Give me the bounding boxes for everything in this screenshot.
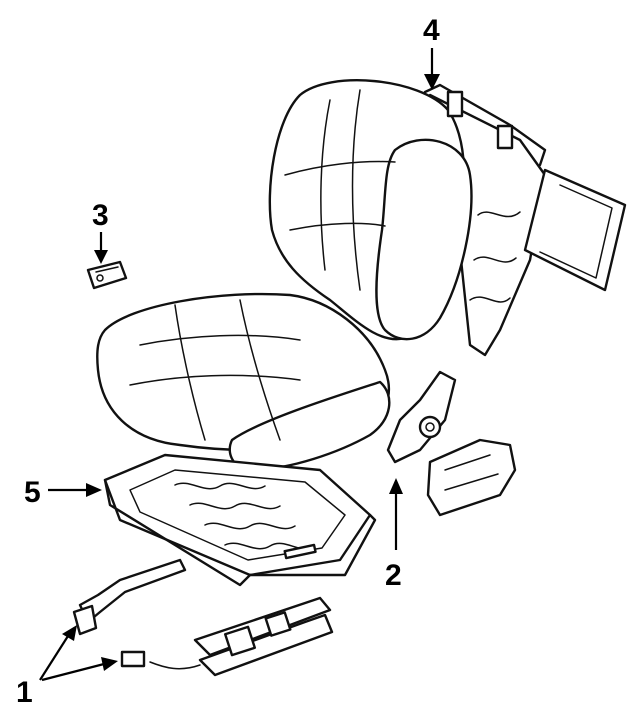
callout-1: 1 [16,676,33,709]
seat-back [268,79,627,357]
part-2-recliner [386,370,517,517]
seat-cushion [96,292,391,472]
callout-4: 4 [423,14,440,47]
callout-3: 3 [92,199,109,232]
callout-2: 2 [385,559,402,592]
part-3-knob [86,260,128,290]
seat-pan-frame [103,453,377,587]
callout-5: 5 [24,476,41,509]
callout-arrows [39,48,440,682]
part-1-adjuster [72,558,334,677]
